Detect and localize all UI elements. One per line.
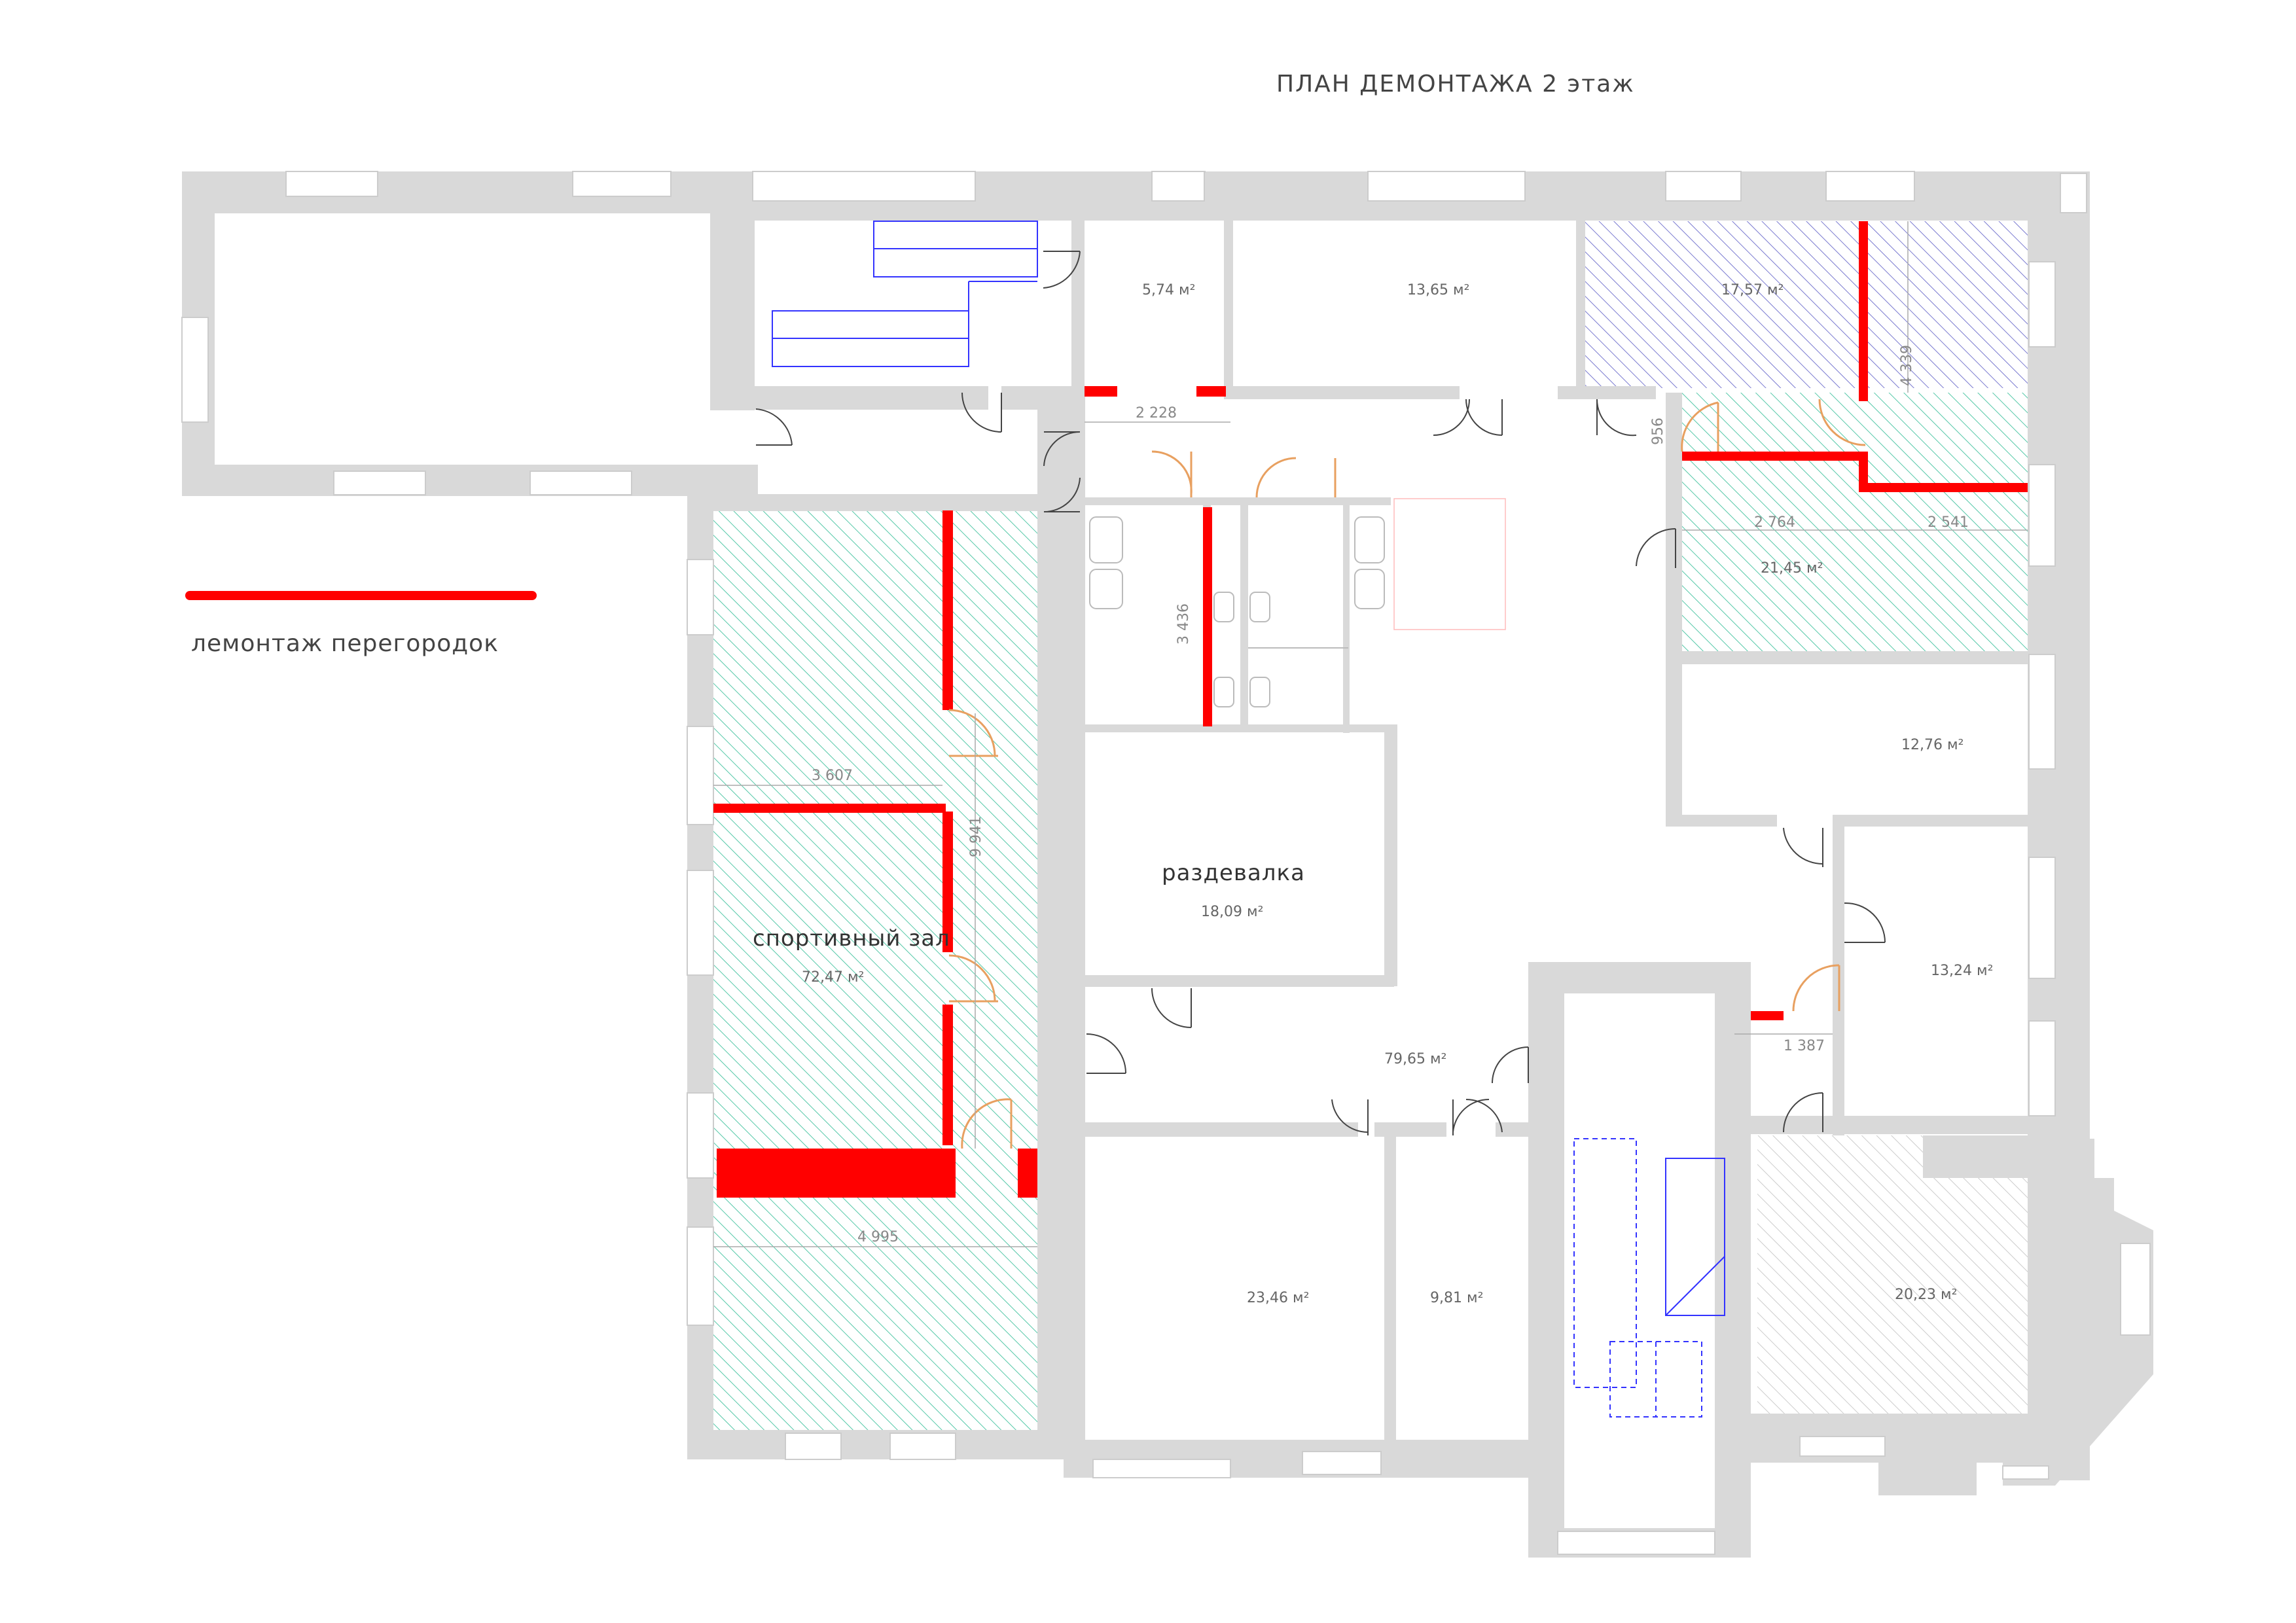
walls [182, 171, 2153, 1558]
room-area-1809: 18,09 м² [1201, 904, 1263, 920]
dim-1387: 1 387 [1784, 1038, 1825, 1054]
legend-swatch [185, 591, 537, 600]
room-area-1324: 13,24 м² [1931, 963, 1993, 979]
room-area-1276: 12,76 м² [1901, 737, 1964, 753]
legend-label: лемонтаж перегородок [191, 630, 499, 657]
demo-wall [942, 1005, 953, 1145]
demo-wall [1203, 507, 1212, 726]
dim-2228: 2 228 [1136, 405, 1177, 421]
demo-wall [942, 1149, 956, 1198]
dim-3436: 3 436 [1175, 603, 1192, 645]
room-labels: 5,74 м² 13,65 м² 17,57 м² 21,45 м² 12,76… [753, 282, 1993, 1306]
room-area-981: 9,81 м² [1430, 1290, 1483, 1306]
demo-wall [1196, 386, 1226, 397]
windows [181, 171, 2151, 1555]
room-area-1365: 13,65 м² [1407, 282, 1469, 298]
demo-wall [1085, 386, 1117, 397]
shaft-outline [1393, 498, 1506, 630]
demo-wall [1859, 221, 1868, 401]
demo-wall [717, 1149, 942, 1198]
room-area-2145: 21,45 м² [1761, 560, 1823, 577]
wc-fixtures [1089, 516, 1385, 707]
room-area-574: 5,74 м² [1142, 282, 1195, 298]
room-area-1757: 17,57 м² [1721, 282, 1784, 298]
gym-hatch [713, 510, 1037, 1430]
room-area-2023: 20,23 м² [1895, 1287, 1957, 1303]
stairs [772, 221, 1725, 1418]
room-area-7247: 72,47 м² [802, 969, 864, 986]
demo-wall [1859, 452, 1868, 491]
dim-9941: 9 941 [968, 816, 984, 857]
dim-2541: 2 541 [1928, 514, 1969, 531]
new-doors [948, 399, 1866, 1149]
room-area-7965: 79,65 м² [1384, 1051, 1446, 1067]
doors [755, 251, 1886, 1135]
demo-wall [942, 812, 953, 952]
legend: лемонтаж перегородок [185, 591, 537, 657]
demo-wall [1859, 483, 2028, 492]
dimension-lines [713, 221, 2028, 1247]
dim-956: 956 [1650, 418, 1666, 445]
demo-wall [942, 510, 953, 710]
demo-wall [1682, 452, 1859, 461]
room-area-2346: 23,46 м² [1247, 1290, 1309, 1306]
demo-wall [1018, 1149, 1037, 1198]
dim-2764: 2 764 [1754, 514, 1795, 531]
dim-4339: 4 339 [1899, 345, 1915, 386]
locker-room-name: раздевалка [1162, 860, 1305, 886]
demo-wall [713, 804, 946, 813]
room-1757-hatch [1584, 221, 2028, 388]
dimension-labels: 2 228 4 339 956 2 764 2 541 3 436 3 607 … [812, 345, 1969, 1245]
room-2145-hatch [1682, 393, 2028, 654]
room-2023-hatch [1757, 1135, 2072, 1456]
gym-name: спортивный зал [753, 925, 950, 952]
dim-3607: 3 607 [812, 768, 853, 784]
dim-4995: 4 995 [857, 1229, 899, 1245]
demo-wall [1751, 1011, 1784, 1020]
stair-core [1573, 1138, 1637, 1388]
plan-title: ПЛАН ДЕМОНТАЖА 2 этаж [1276, 71, 1635, 98]
demolition-partitions [713, 221, 2028, 1198]
